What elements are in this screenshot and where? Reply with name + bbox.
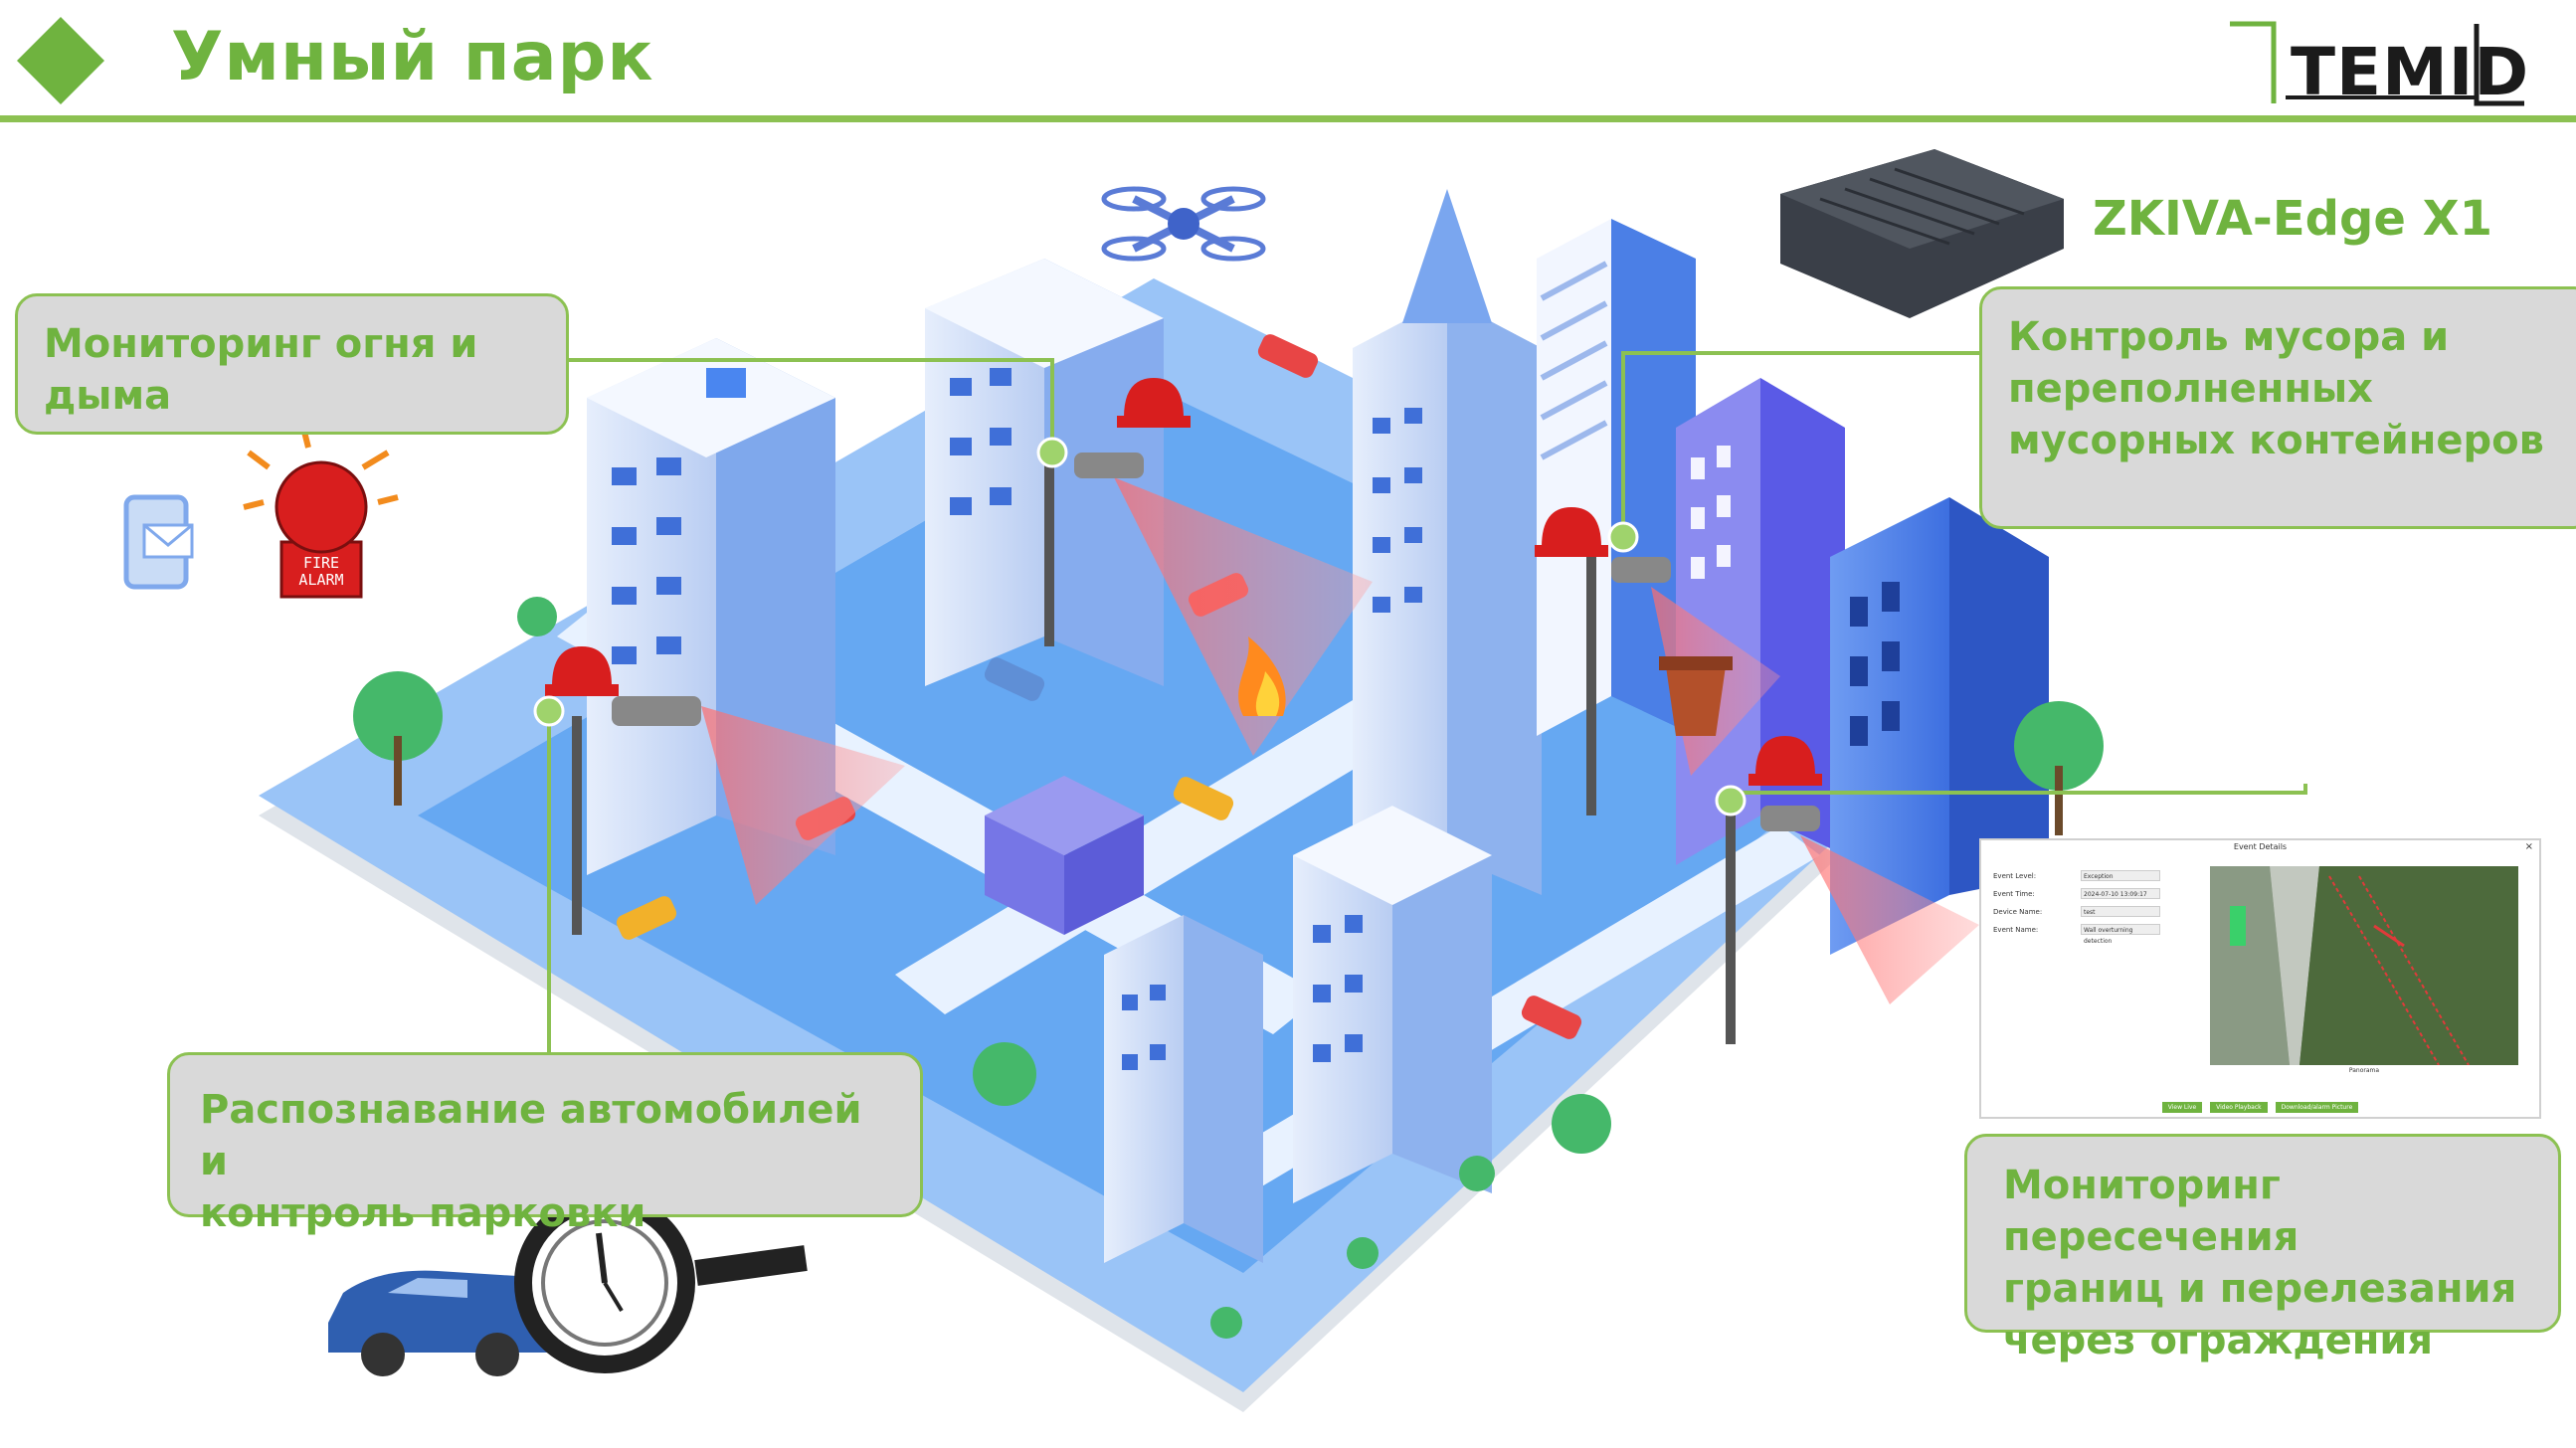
video-playback-button[interactable]: Video Playback	[2210, 1102, 2268, 1113]
event-row-label: Event Level:	[1993, 872, 2037, 880]
callout-parking-text: Распознавание автомобилей и контроль пар…	[200, 1087, 862, 1236]
header-divider	[0, 115, 2576, 122]
callout-garbage: Контроль мусора и переполненных мусорных…	[1979, 286, 2576, 529]
event-row: Device Name: test	[1993, 906, 2160, 917]
view-live-button[interactable]: View Live	[2161, 1102, 2203, 1113]
car-icon	[328, 1270, 552, 1376]
callout-fence-text: Мониторинг пересечения границ и перелеза…	[2003, 1163, 2517, 1363]
event-buttons: View Live Video Playback Download/alarm …	[1981, 1102, 2539, 1113]
event-row-value: 2024-07-10 13:09:17	[2081, 888, 2160, 899]
callout-garbage-text: Контроль мусора и переполненных мусорных…	[2008, 314, 2544, 463]
event-row-value: test	[2081, 906, 2160, 917]
callout-fire-smoke-text: Мониторинг огня и дыма	[44, 321, 478, 419]
event-row-value: Wall overturning detection	[2081, 924, 2160, 945]
event-row: Event Name: Wall overturning detection	[1993, 924, 2160, 945]
event-row-label: Device Name:	[1993, 908, 2043, 916]
fire-alarm-line1: FIRE	[302, 554, 340, 572]
callout-fence: Мониторинг пересечения границ и перелеза…	[1964, 1134, 2561, 1363]
fire-alarm-icon	[243, 427, 399, 599]
diamond-icon	[17, 17, 104, 104]
logo-text: TEMID	[2291, 34, 2530, 110]
company-logo: TEMID	[2226, 18, 2544, 110]
edge-device-icon	[1780, 149, 2064, 318]
event-row: Event Level: Exception	[1993, 870, 2160, 881]
event-row: Event Time: 2024-07-10 13:09:17	[1993, 888, 2160, 899]
event-snapshot	[2210, 866, 2518, 1065]
device-name: ZKIVA-Edge X1	[2093, 191, 2492, 247]
page-title: Умный парк	[171, 18, 654, 96]
event-row-value: Exception	[2081, 870, 2160, 881]
event-row-label: Event Name:	[1993, 926, 2039, 934]
drone-icon	[1101, 186, 1266, 262]
fire-alarm-line2: ALARM	[298, 571, 344, 589]
callout-parking: Распознавание автомобилей и контроль пар…	[167, 1052, 923, 1236]
siren-icons	[545, 378, 1822, 786]
fire-icon	[1238, 636, 1286, 716]
tablet-message-icon	[123, 494, 194, 590]
callout-fire-smoke: Мониторинг огня и дыма	[15, 293, 569, 435]
event-snapshot-caption: Panorama	[2348, 1067, 2380, 1074]
event-row-label: Event Time:	[1993, 890, 2035, 898]
fire-alarm-label: FIRE ALARM	[281, 555, 361, 589]
download-picture-button[interactable]: Download/alarm Picture	[2275, 1102, 2359, 1113]
close-icon[interactable]: ×	[2524, 841, 2533, 852]
trash-bin-icon	[1659, 656, 1733, 736]
event-panel-title: Event Details	[2233, 842, 2288, 851]
event-details-panel: Event Details × Event Level: Exception E…	[1979, 838, 2541, 1119]
